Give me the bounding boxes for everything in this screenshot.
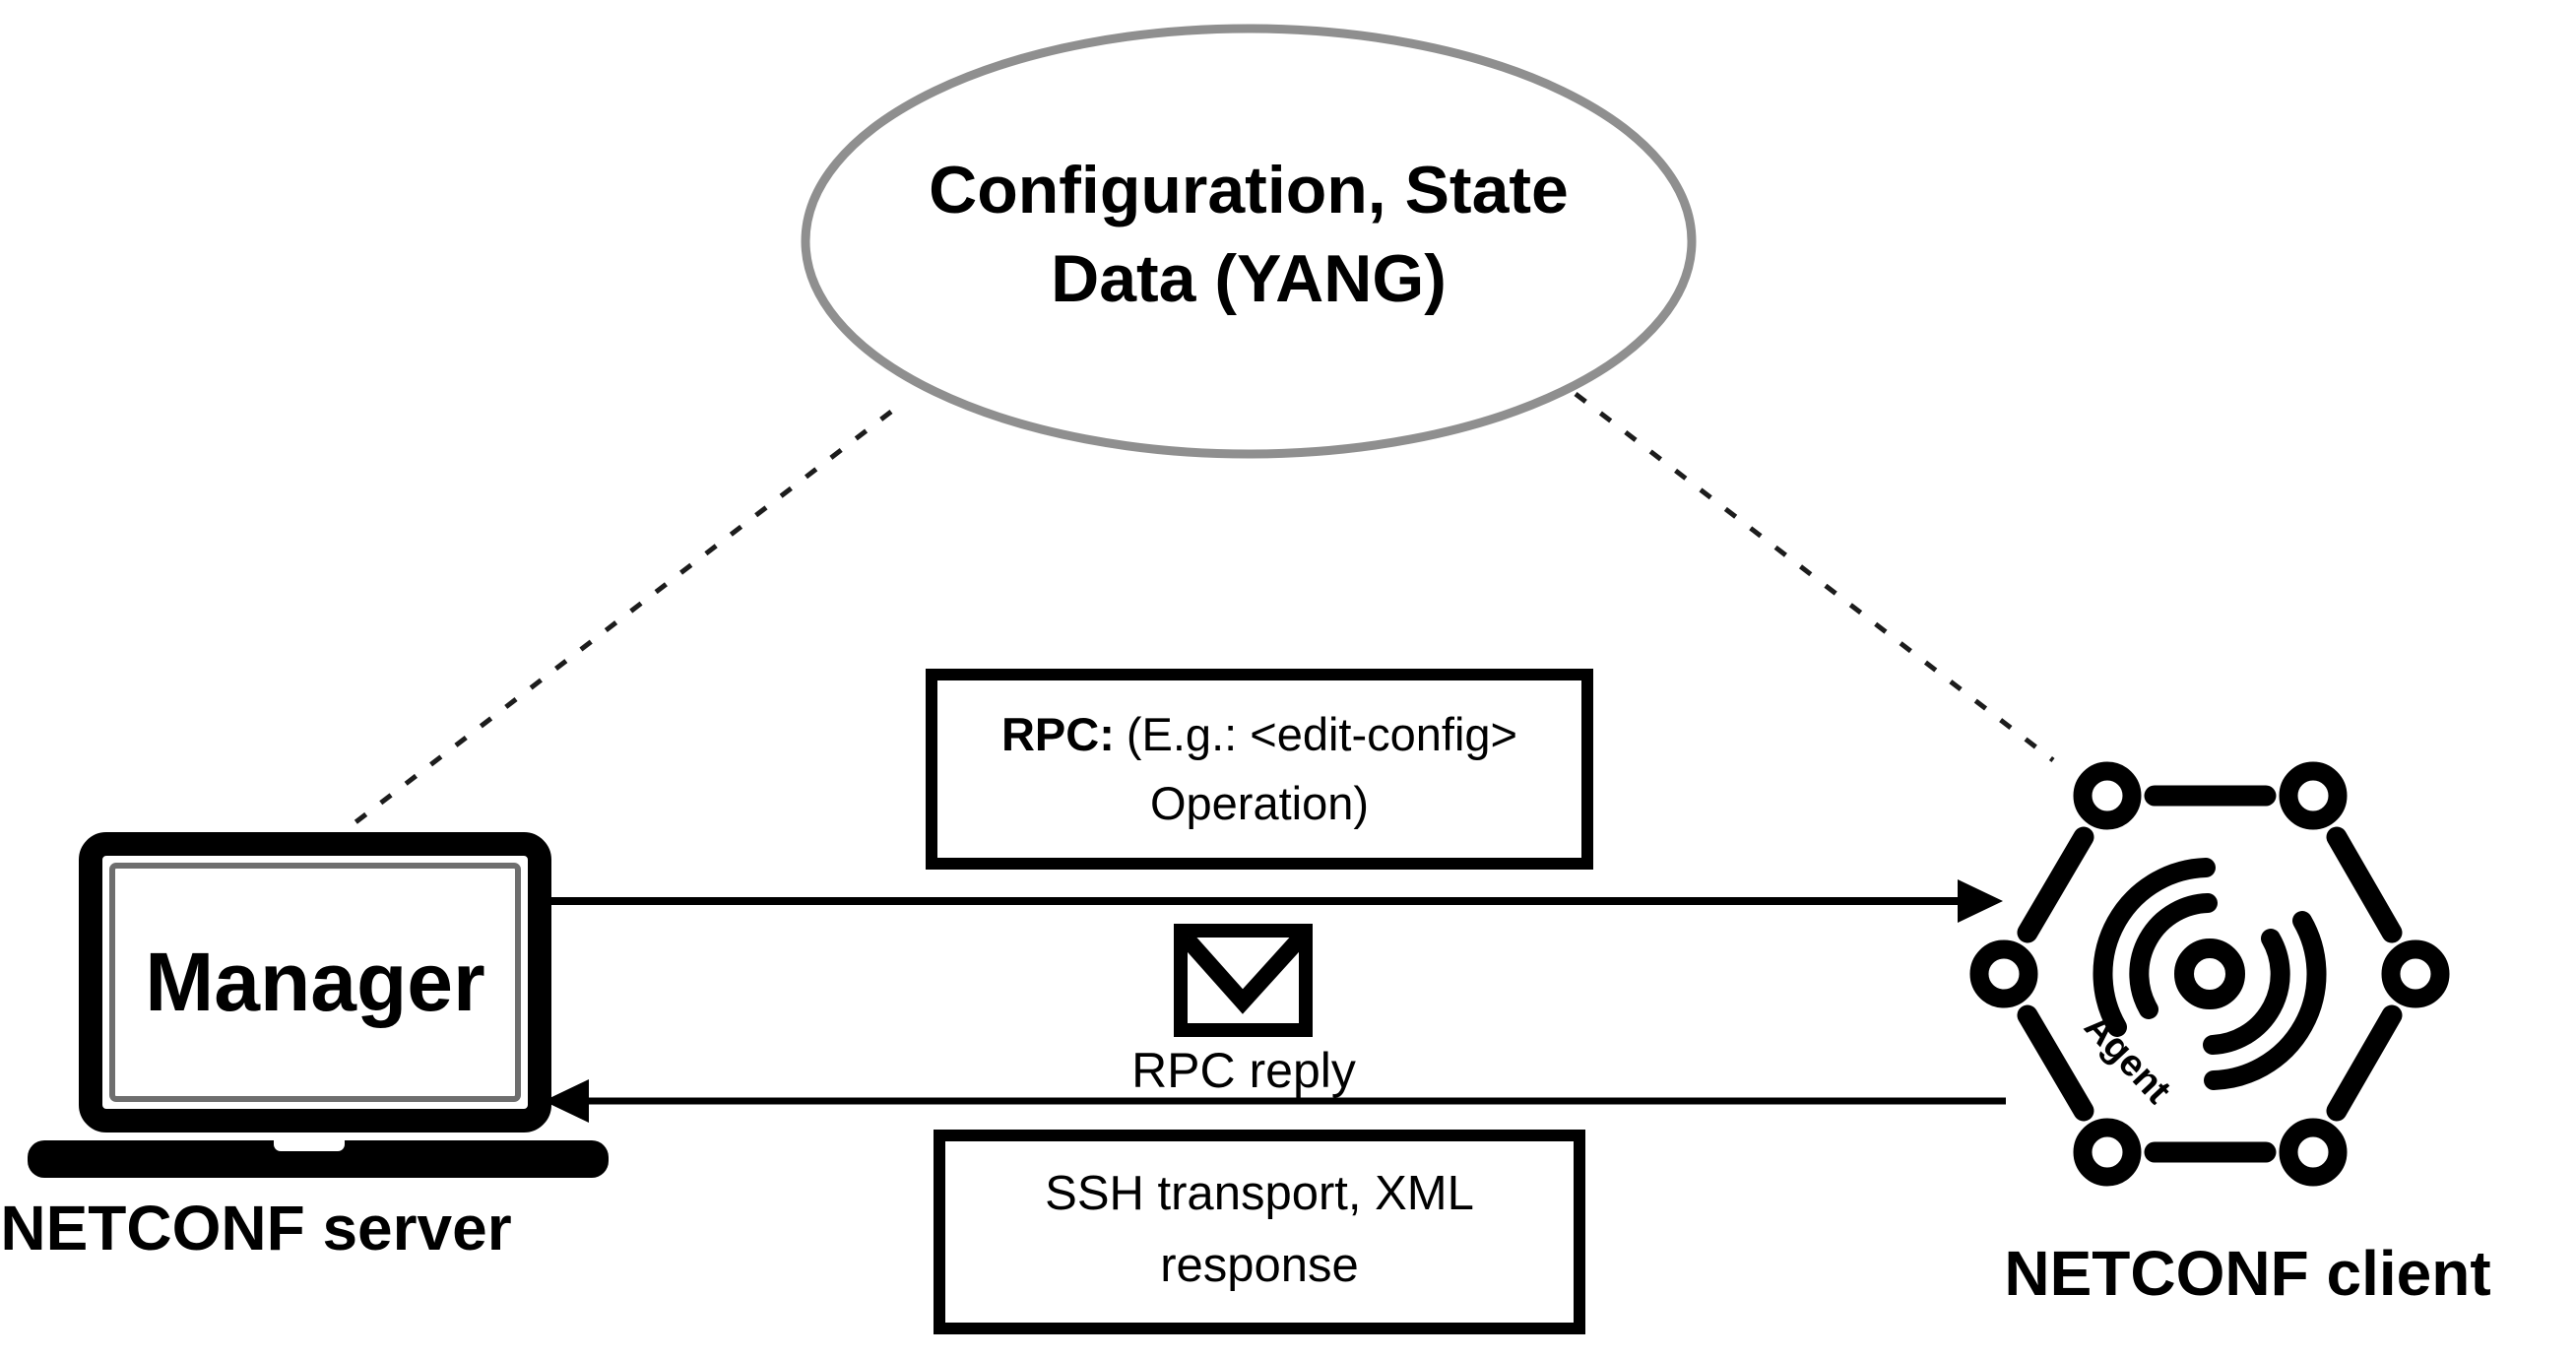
ssh-box-line2: response (1160, 1239, 1359, 1292)
agent-hexagon-icon (1969, 761, 2450, 1187)
yang-data-label-line2: Data (YANG) (1051, 241, 1447, 316)
yang-data-ellipse (801, 24, 1697, 459)
rpc-box (926, 669, 1593, 870)
rpc-box-bold: RPC: (1000, 708, 1115, 760)
manager-label: Manager (91, 844, 540, 1121)
signal-icon (2093, 858, 2327, 1090)
yang-data-label-line1: Configuration, State (929, 153, 1569, 227)
netconf-server-caption: NETCONF server (0, 1193, 512, 1263)
hexagon-nodes (1969, 761, 2450, 1187)
netconf-client-caption: NETCONF client (2004, 1238, 2491, 1309)
ssh-box-line1: SSH transport, XML (1045, 1167, 1474, 1220)
hexagon-edges (2017, 785, 2403, 1163)
rpc-box-text: RPC:(E.g.: <edit-config> Operation) (932, 675, 1587, 864)
rpc-box-line1: RPC:(E.g.: <edit-config> (1001, 700, 1517, 769)
laptop-icon (28, 832, 609, 1178)
ssh-box (934, 1130, 1585, 1334)
rpc-reply-arrow (544, 1079, 2006, 1123)
rpc-box-rest: (E.g.: <edit-config> (1126, 708, 1517, 760)
envelope-icon (1174, 924, 1313, 1037)
rpc-box-line2: Operation) (1149, 777, 1370, 829)
rpc-reply-label: RPC reply (1131, 1043, 1356, 1098)
dashed-connector-left (341, 410, 893, 834)
ssh-box-text: SSH transport, XML response (934, 1133, 1585, 1327)
rpc-arrow (549, 879, 2003, 923)
manager-label-text: Manager (145, 936, 485, 1028)
yang-data-label: Configuration, State Data (YANG) (756, 146, 1741, 323)
dashed-connector-right (1574, 392, 2055, 762)
